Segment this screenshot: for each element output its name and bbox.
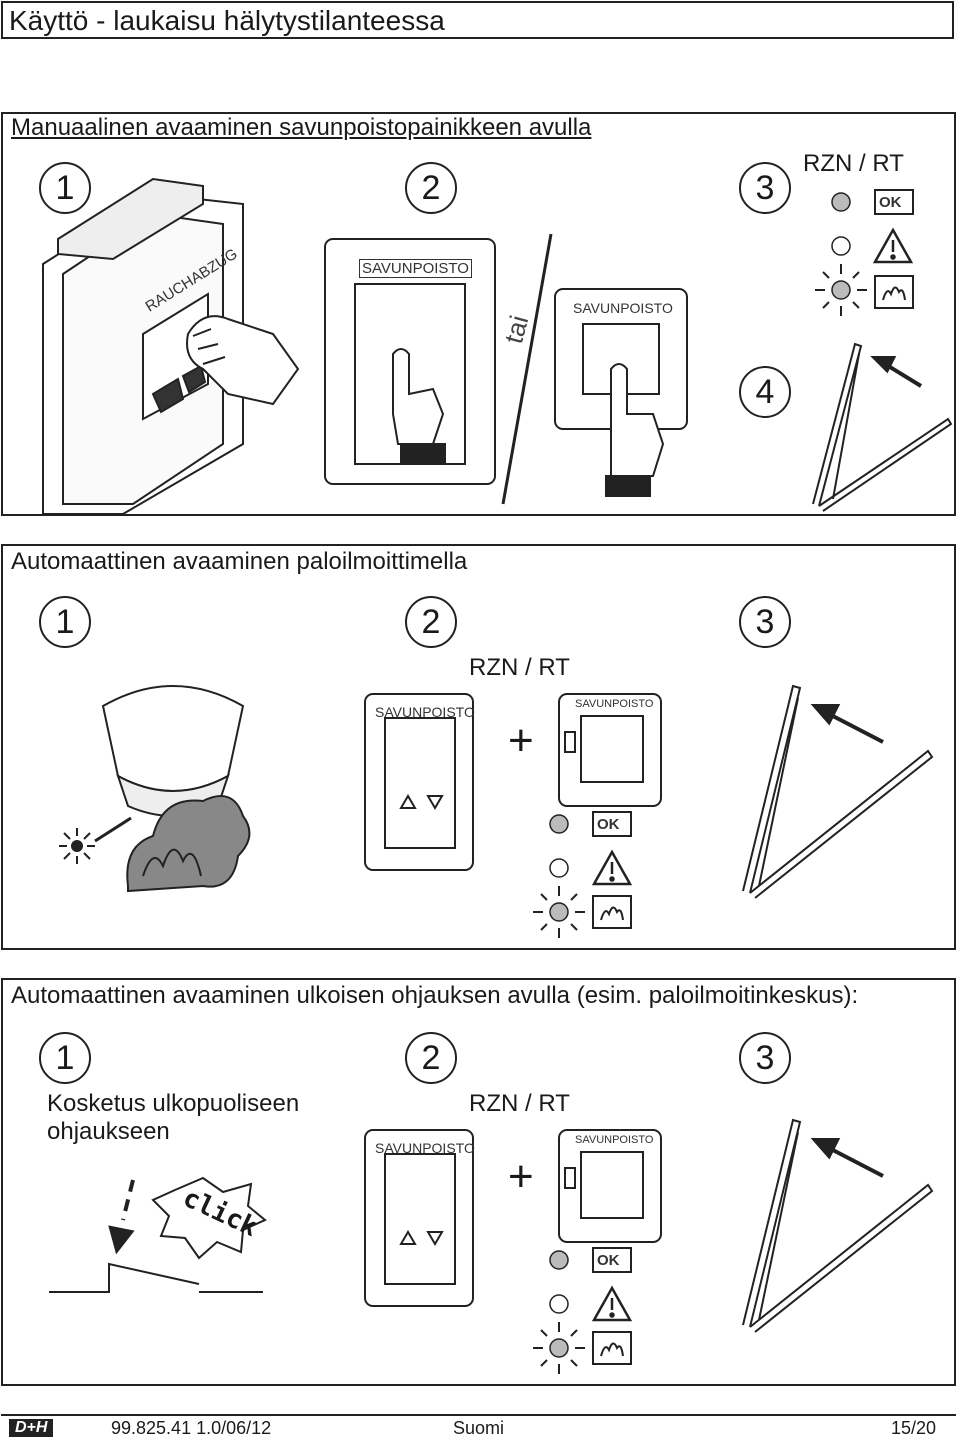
step-number: 1 [39, 596, 91, 648]
ok-box [874, 189, 914, 215]
section-auto-detector: Automaattinen avaaminen paloilmoittimell… [1, 544, 956, 950]
doc-number: 99.825.41 1.0/06/12 [111, 1418, 272, 1438]
arrow-icon [810, 704, 884, 744]
panel-label: SAVUNPOISTO [375, 704, 475, 720]
fire-alarm-icon [592, 1331, 632, 1365]
section-heading: Automaattinen avaaminen ulkoisen ohjauks… [11, 982, 859, 1009]
arrow-icon [810, 1138, 884, 1178]
step-number: 2 [405, 596, 457, 648]
led-blink-rays-icon [815, 264, 867, 316]
opening-window-illustration [812, 342, 953, 512]
led-indicator-icon [549, 858, 569, 878]
ok-label: OK [597, 816, 620, 833]
panel-label: SAVUNPOISTO [375, 1140, 475, 1156]
divider-line [501, 233, 553, 505]
warning-triangle-icon [591, 1285, 633, 1322]
section-manual: Manuaalinen avaaminen savunpoistopainikk… [1, 112, 956, 516]
led-indicator-icon [549, 814, 569, 834]
brand-logo: D+H [9, 1419, 54, 1437]
indicator-title: RZN / RT [469, 1090, 570, 1117]
ok-label: OK [879, 194, 902, 211]
led-blink-rays-icon [59, 816, 132, 864]
pressing-finger-icon [392, 348, 445, 445]
arrow-icon [870, 356, 923, 388]
led-indicator-icon [831, 236, 851, 256]
indicator-leds [533, 814, 585, 938]
switch-contact-illustration [49, 1262, 263, 1293]
panel-label: SAVUNPOISTO [573, 300, 673, 316]
pressing-finger-icon [610, 363, 665, 477]
led-indicator-icon [831, 192, 851, 212]
step-number: 2 [405, 162, 457, 214]
plus-sign: + [508, 1152, 534, 1201]
step-number: 1 [39, 1032, 91, 1084]
page-footer: D+H 99.825.41 1.0/06/12 Suomi 15/20 [1, 1414, 956, 1440]
click-burst-icon [151, 1176, 267, 1260]
contact-text-line2: ohjaukseen [47, 1118, 170, 1145]
led-indicator-icon [831, 280, 851, 300]
page-title: Käyttö - laukaisu hälytystilanteessa [9, 5, 445, 36]
smoke-vent-device-illustration [42, 177, 244, 515]
step-number: 1 [39, 162, 91, 214]
contact-text-line1: Kosketus ulkopuoliseen [47, 1090, 300, 1117]
led-indicator-icon [549, 902, 569, 922]
hand-icon [186, 315, 300, 406]
step-number: 4 [739, 366, 791, 418]
warning-triangle-icon [872, 227, 914, 264]
panel-label: SAVUNPOISTO [575, 698, 654, 710]
led-indicator-icon [549, 1338, 569, 1358]
plus-sign: + [508, 716, 534, 765]
control-panel-a [364, 1129, 474, 1307]
step-number: 3 [739, 596, 791, 648]
ok-label: OK [597, 1252, 620, 1269]
page-title-bar: Käyttö - laukaisu hälytystilanteessa [1, 1, 954, 39]
opening-window-illustration [742, 1118, 934, 1333]
step-number: 3 [739, 1032, 791, 1084]
panel-label: SAVUNPOISTO [359, 259, 472, 278]
led-blink-rays-icon [533, 1322, 585, 1374]
arrow-icon [108, 1179, 135, 1255]
external-control-illustrations [49, 1118, 934, 1374]
section-heading: Automaattinen avaaminen paloilmoittimell… [11, 548, 468, 575]
fire-alarm-icon [592, 895, 632, 929]
panel-label: SAVUNPOISTO [575, 1134, 654, 1146]
control-panel-b [558, 1129, 662, 1243]
fire-alarm-icon [874, 275, 914, 309]
indicator-title: RZN / RT [803, 150, 904, 177]
led-indicator-icon [549, 1250, 569, 1270]
smoke-cloud-illustration [126, 795, 251, 893]
page-number: 15/20 [891, 1418, 937, 1438]
ok-box [592, 811, 632, 837]
detector-illustrations [59, 684, 934, 938]
led-blink-rays-icon [533, 886, 585, 938]
warning-triangle-icon [591, 849, 633, 886]
indicator-leds [815, 192, 867, 316]
language-label: Suomi [453, 1418, 505, 1438]
indicator-title: RZN / RT [469, 654, 570, 681]
section-heading: Manuaalinen avaaminen savunpoistopainikk… [11, 114, 592, 141]
control-panel-a [364, 693, 474, 871]
step-number: 2 [405, 1032, 457, 1084]
indicator-leds [533, 1250, 585, 1374]
control-panel-b [558, 693, 662, 807]
step-number: 3 [739, 162, 791, 214]
ok-box [592, 1247, 632, 1273]
section-external-control: Automaattinen avaaminen ulkoisen ohjauks… [1, 978, 956, 1386]
opening-window-illustration [742, 684, 934, 899]
led-indicator-icon [549, 1294, 569, 1314]
flame-icon [142, 848, 202, 877]
manual-illustrations [42, 177, 953, 515]
